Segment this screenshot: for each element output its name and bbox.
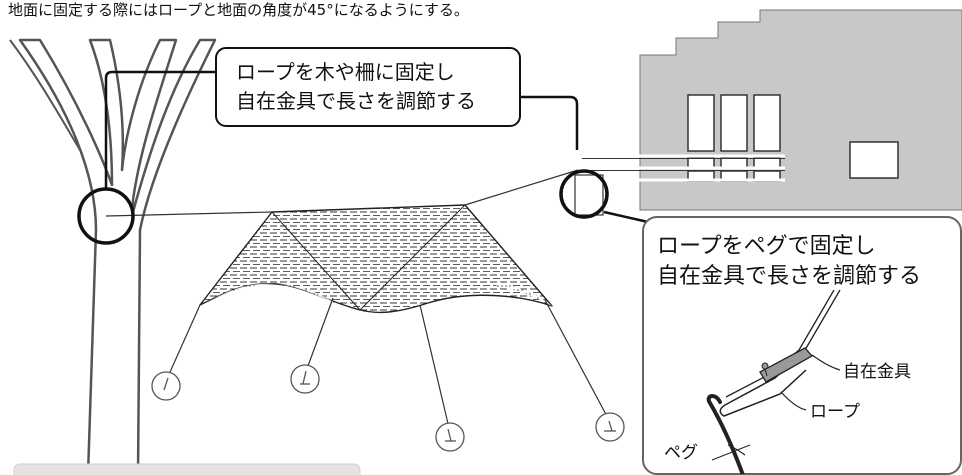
ropes [105,169,611,433]
peg-marker [151,371,181,401]
label-peg: ペグ [664,443,698,463]
caption-text: 地面に固定する際にはロープと地面の角度が45°になるようにする。 [8,1,469,19]
callout-tree: ロープを木や柵に固定し 自在金具で長さを調節する [215,47,521,127]
peg-marker [290,364,320,394]
tree [9,38,217,475]
callout-tree-line2: 自在金具で長さを調節する [236,89,476,113]
rope-line-a [804,289,841,351]
railing [582,154,785,182]
peg-icon [706,394,745,474]
peg-markers [151,364,625,452]
label-rope: ロープ [810,402,860,422]
peg-marker [435,422,465,452]
tarp [199,204,553,314]
callout-peg-line1: ロープをペグで固定し [657,234,876,259]
callout-peg-line2: 自在金具で長さを調節する [657,264,921,289]
peg-marker [595,412,625,442]
rope-line-b [798,289,835,351]
railing-attachment-highlight [559,169,609,219]
inset-peg-detail: ロープをペグで固定し 自在金具で長さを調節する 自在金具 ロープ ペグ [642,216,962,475]
rope-loop [719,349,807,417]
adjuster-icon [759,347,814,383]
building [574,9,962,216]
callout-tree-line1: ロープを木や柵に固定し [236,60,455,84]
callout-connectors [104,70,649,224]
label-adjuster: 自在金具 [843,362,911,382]
bottom-panel-edge [13,463,361,475]
